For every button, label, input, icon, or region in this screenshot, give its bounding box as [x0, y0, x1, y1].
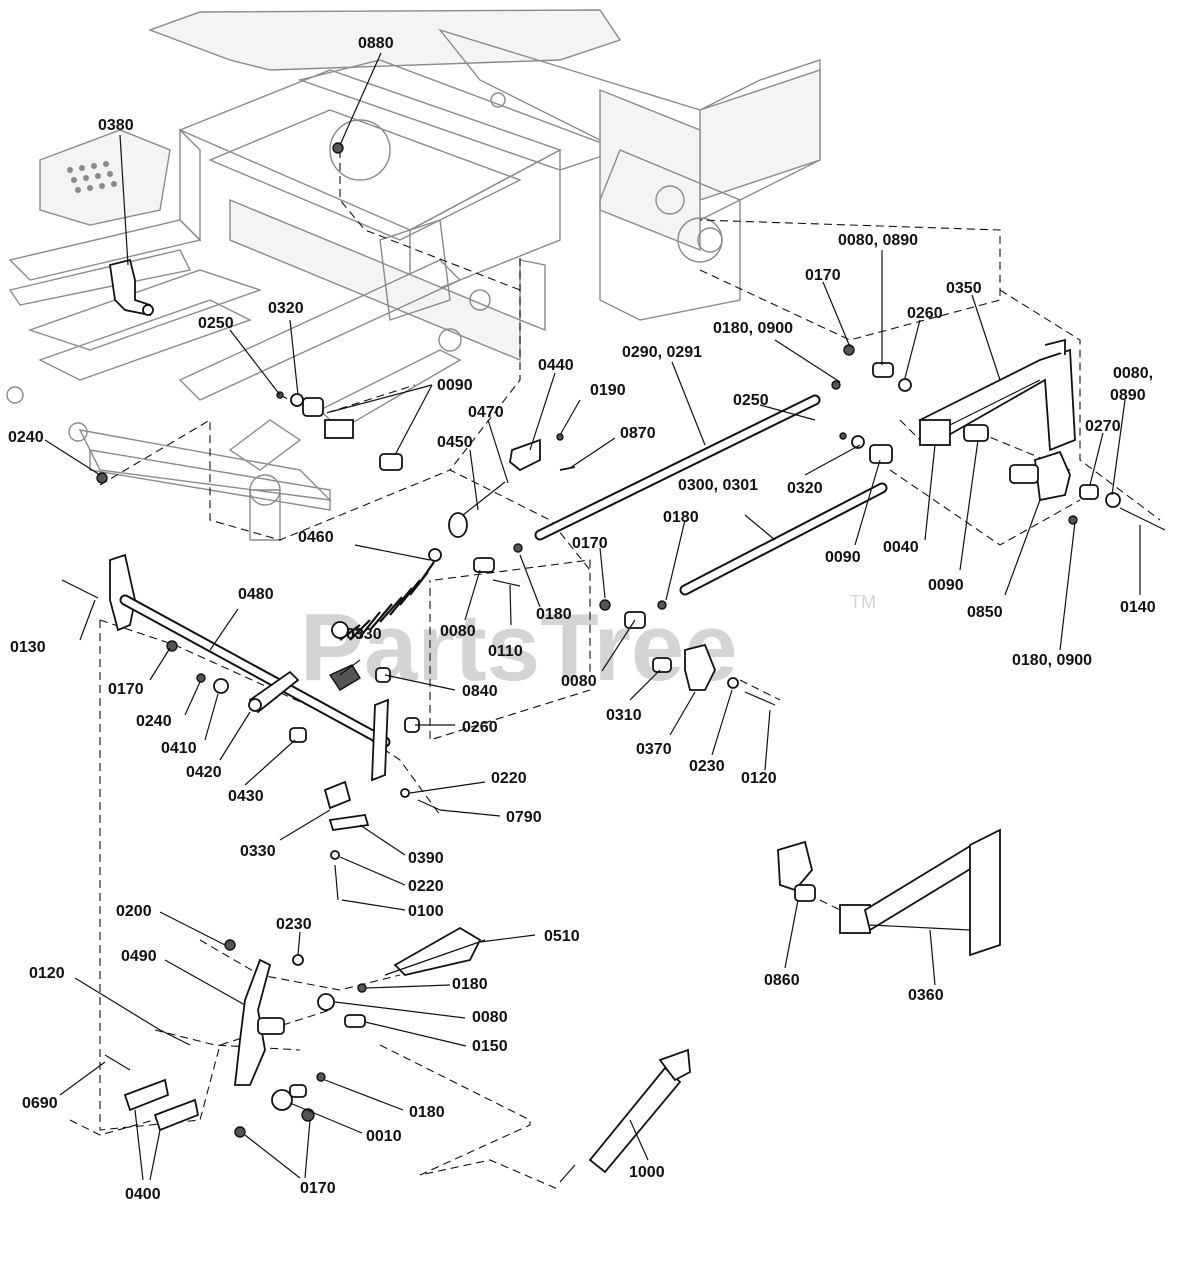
callout-0400: 0400: [125, 1186, 161, 1203]
callout-0080-0890: 0080,: [1113, 365, 1153, 382]
callout-0260: 0260: [462, 719, 498, 736]
callout-0510: 0510: [544, 928, 580, 945]
callout-0150: 0150: [472, 1038, 508, 1055]
callout-0120: 0120: [29, 965, 65, 982]
callout-labels: 0880 0380 0250 0320 0090 0240 0440 0190 …: [8, 35, 1156, 1203]
callout-0430: 0430: [228, 788, 264, 805]
watermark-tm: TM: [850, 592, 876, 612]
callout-0440: 0440: [538, 357, 574, 374]
callout-0120: 0120: [741, 770, 777, 787]
callout-0220: 0220: [491, 770, 527, 787]
callout-0110: 0110: [488, 643, 523, 660]
callout-0080: 0080: [472, 1009, 508, 1026]
callout-0190: 0190: [590, 382, 626, 399]
callout-0450: 0450: [437, 434, 473, 451]
callout-0250: 0250: [733, 392, 769, 409]
callout-0380: 0380: [98, 117, 134, 134]
callout-0310: 0310: [606, 707, 642, 724]
watermark: PartsTree: [300, 594, 738, 701]
callout-0470: 0470: [468, 404, 504, 421]
callout-0010: 0010: [366, 1128, 402, 1145]
callout-0260: 0260: [907, 305, 943, 322]
callout-0180: 0180: [536, 606, 572, 623]
callout-0170: 0170: [108, 681, 144, 698]
callout-0490: 0490: [121, 948, 157, 965]
callout-0080-0890: 0080, 0890: [838, 232, 918, 249]
callout-0090: 0090: [825, 549, 861, 566]
callout-0220: 0220: [408, 878, 444, 895]
callout-0360: 0360: [908, 987, 944, 1004]
callout-0080: 0080: [440, 623, 476, 640]
callout-0180: 0180: [452, 976, 488, 993]
callout-0420: 0420: [186, 764, 222, 781]
callout-0690: 0690: [22, 1095, 58, 1112]
leader-lines: [44, 52, 1141, 1181]
callout-0840: 0840: [462, 683, 498, 700]
callout-0180-0900: 0180, 0900: [1012, 652, 1092, 669]
callout-0040: 0040: [883, 539, 919, 556]
callout-0320: 0320: [268, 300, 304, 317]
callout-0090: 0090: [928, 577, 964, 594]
callout-0240: 0240: [136, 713, 172, 730]
callout-0370: 0370: [636, 741, 672, 758]
callout-0460: 0460: [298, 529, 334, 546]
callout-0170: 0170: [572, 535, 608, 552]
callout-0790: 0790: [506, 809, 542, 826]
callout-0080: 0080: [561, 673, 597, 690]
callout-0880: 0880: [358, 35, 394, 52]
callout-0240: 0240: [8, 429, 44, 446]
callout-0230: 0230: [689, 758, 725, 775]
mower-frame: [6, 9, 821, 541]
callout-0080-0890: 0890: [1110, 387, 1146, 404]
parts: [61, 142, 1166, 1183]
callout-0350: 0350: [946, 280, 982, 297]
callout-0090: 0090: [437, 377, 473, 394]
callout-0390: 0390: [408, 850, 444, 867]
callout-0230: 0230: [276, 916, 312, 933]
callout-0200: 0200: [116, 903, 152, 920]
callout-0480: 0480: [238, 586, 274, 603]
callout-0290-0291: 0290, 0291: [622, 344, 702, 361]
callout-1000: 1000: [629, 1164, 665, 1181]
callout-0330: 0330: [240, 843, 276, 860]
callout-0410: 0410: [161, 740, 197, 757]
callout-0130: 0130: [10, 639, 46, 656]
callout-0170: 0170: [805, 267, 841, 284]
callout-0180-0900: 0180, 0900: [713, 320, 793, 337]
callout-0300-0301: 0300, 0301: [678, 477, 758, 494]
callout-0860: 0860: [764, 972, 800, 989]
callout-0180: 0180: [663, 509, 699, 526]
callout-0320: 0320: [787, 480, 823, 497]
callout-0250: 0250: [198, 315, 234, 332]
callout-0100: 0100: [408, 903, 444, 920]
callout-0330: 0330: [346, 626, 382, 643]
callout-0850: 0850: [967, 604, 1003, 621]
callout-0270: 0270: [1085, 418, 1121, 435]
callout-0140: 0140: [1120, 599, 1156, 616]
callout-0870: 0870: [620, 425, 656, 442]
callout-0180: 0180: [409, 1104, 445, 1121]
callout-0170: 0170: [300, 1180, 336, 1197]
